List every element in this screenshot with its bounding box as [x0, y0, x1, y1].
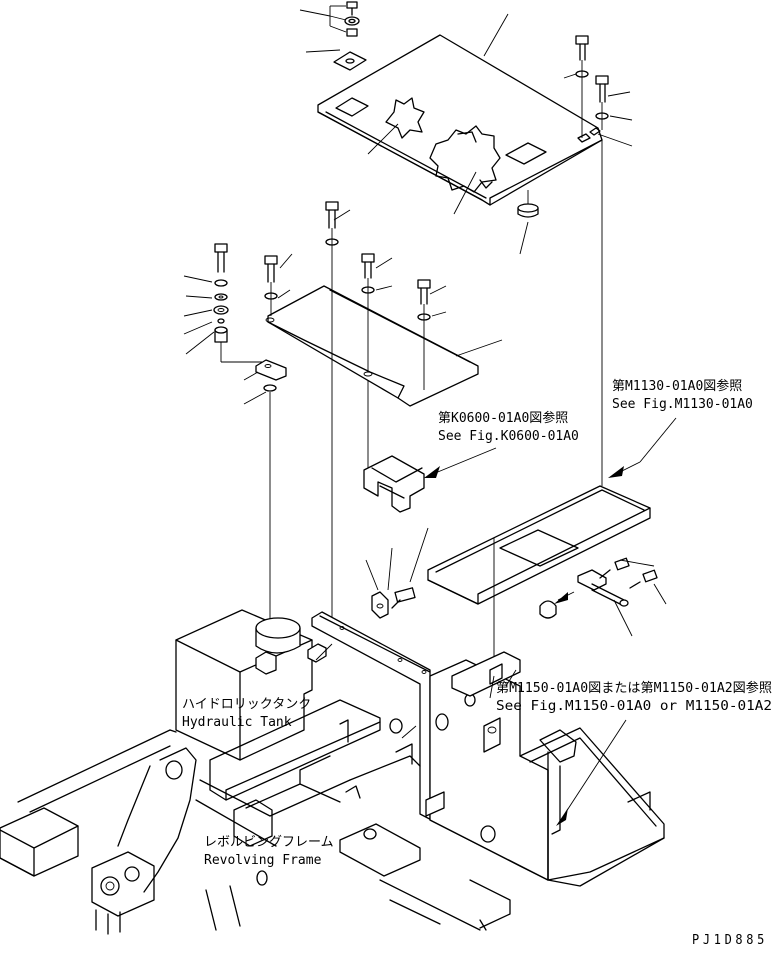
drawing-code: PJ1D885 [692, 933, 768, 948]
top-cover [317, 34, 603, 206]
revolving-frame [0, 609, 665, 935]
top-fasteners [333, 1, 609, 218]
ref-m1150-en: See Fig.M1150-01A0 or M1150-01A2 [496, 699, 772, 714]
controller-bracket [363, 447, 497, 513]
middle-cover [265, 285, 479, 407]
right-side-cover [427, 140, 677, 676]
ref-m1150-jp: 第M1150-01A0図または第M1150-01A2図参照 [496, 680, 772, 696]
ref-m1130-jp: 第M1130-01A0図参照 [612, 378, 742, 394]
hydraulic-tank-en: Hydraulic Tank [182, 715, 292, 730]
revolving-frame-jp: レボルビングフレーム [204, 835, 334, 850]
middle-fasteners [213, 201, 431, 664]
revolving-frame-en: Revolving Frame [204, 853, 322, 868]
ref-m1130-en: See Fig.M1130-01A0 [612, 397, 753, 412]
ref-k0600-jp: 第K0600-01A0図参照 [438, 410, 568, 426]
mounting-clamp [371, 587, 416, 619]
cover-hinge [539, 557, 658, 619]
leader-lines [183, 5, 667, 661]
ref-k0600-en: See Fig.K0600-01A0 [438, 429, 579, 444]
hydraulic-tank-jp: ハイドロリックタンク [182, 697, 311, 712]
